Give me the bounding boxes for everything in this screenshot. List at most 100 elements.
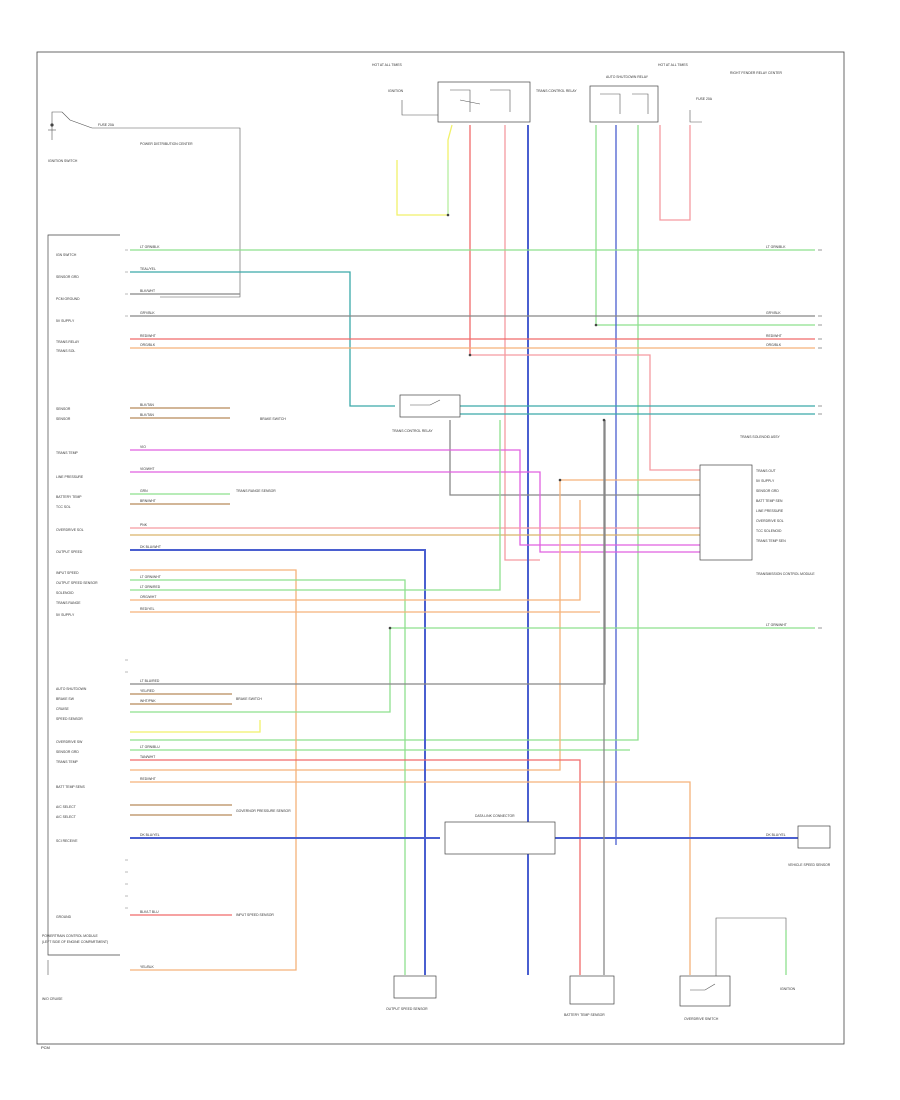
svg-text:W/O CRUISE: W/O CRUISE bbox=[42, 997, 63, 1001]
svg-text:SOLENOID: SOLENOID bbox=[56, 591, 74, 595]
svg-text:OUTPUT SPEED SENSOR: OUTPUT SPEED SENSOR bbox=[56, 581, 98, 585]
svg-text:TEAL/YEL: TEAL/YEL bbox=[140, 267, 156, 271]
svg-text:VEHICLE SPEED SENSOR: VEHICLE SPEED SENSOR bbox=[788, 863, 831, 867]
wires bbox=[130, 124, 815, 975]
svg-text:HOT AT ALL TIMES: HOT AT ALL TIMES bbox=[658, 63, 689, 67]
svg-text:YEL/BLK: YEL/BLK bbox=[140, 965, 154, 969]
splice-dots bbox=[388, 213, 606, 630]
svg-text:FUSE 20A: FUSE 20A bbox=[98, 123, 115, 127]
wire-green-asd2 bbox=[130, 125, 639, 741]
svg-text:INPUT SPEED: INPUT SPEED bbox=[56, 571, 79, 575]
svg-text:IGNITION: IGNITION bbox=[780, 987, 796, 991]
svg-text:TRANS TEMP SEN: TRANS TEMP SEN bbox=[756, 539, 786, 543]
svg-text:GRY/BLK: GRY/BLK bbox=[766, 311, 781, 315]
svg-text:TRANS RANGE: TRANS RANGE bbox=[56, 601, 81, 605]
svg-text:FUSE 20A: FUSE 20A bbox=[696, 97, 713, 101]
right-edge-terminals bbox=[818, 249, 822, 629]
svg-text:SENSOR: SENSOR bbox=[56, 417, 71, 421]
ignition-switch: FUSE 20A IGNITION SWITCH POWER DISTRIBUT… bbox=[48, 111, 241, 298]
svg-text:OVERDRIVE SOL: OVERDRIVE SOL bbox=[56, 528, 84, 532]
svg-text:BATTERY TEMP SENSOR: BATTERY TEMP SENSOR bbox=[564, 1013, 605, 1017]
svg-text:POWER DISTRIBUTION CENTER: POWER DISTRIBUTION CENTER bbox=[140, 142, 193, 146]
footer-label: PCM bbox=[41, 1045, 50, 1050]
diagram-frame bbox=[36, 51, 845, 1045]
svg-text:BLK/TAN: BLK/TAN bbox=[140, 413, 154, 417]
svg-text:PCM GROUND: PCM GROUND bbox=[56, 297, 80, 301]
svg-text:TRANS SOL: TRANS SOL bbox=[56, 349, 75, 353]
svg-text:SENSOR GRD: SENSOR GRD bbox=[756, 489, 779, 493]
svg-text:OVERDRIVE SOL: OVERDRIVE SOL bbox=[756, 519, 784, 523]
wire-orange-grd bbox=[130, 781, 691, 975]
pcm-pin-ticks bbox=[125, 249, 128, 909]
svg-text:TCC SOLENOID: TCC SOLENOID bbox=[756, 529, 782, 533]
svg-text:BRAKE SWITCH: BRAKE SWITCH bbox=[260, 417, 286, 421]
right-connector-block: TRANS OUT 5V SUPPLY SENSOR GRD BATT TEMP… bbox=[699, 435, 815, 576]
svg-text:A/C SELECT: A/C SELECT bbox=[56, 805, 76, 809]
svg-text:BRAKE SW: BRAKE SW bbox=[56, 697, 75, 701]
svg-text:TRANS CONTROL RELAY: TRANS CONTROL RELAY bbox=[392, 429, 433, 433]
svg-text:TCC SOL: TCC SOL bbox=[56, 505, 71, 509]
pcm-pin-labels: IGN SWITCH SENSOR GRD PCM GROUND 5V SUPP… bbox=[56, 253, 98, 919]
svg-text:OUTPUT SPEED SENSOR: OUTPUT SPEED SENSOR bbox=[386, 1007, 428, 1011]
wire-ltgreen-wht bbox=[130, 579, 406, 975]
svg-text:RED/WHT: RED/WHT bbox=[140, 777, 156, 781]
svg-text:BLK/WHT: BLK/WHT bbox=[140, 289, 155, 293]
svg-text:RED/WHT: RED/WHT bbox=[766, 334, 782, 338]
side-labels: TRANS RANGE SENSOR BRAKE SWITCH GOVERNOR… bbox=[236, 417, 291, 917]
svg-text:BLK/TAN: BLK/TAN bbox=[140, 403, 154, 407]
svg-text:AUTO SHUTDOWN: AUTO SHUTDOWN bbox=[56, 687, 87, 691]
svg-text:SCI RECEIVE: SCI RECEIVE bbox=[56, 839, 78, 843]
svg-text:LINE PRESSURE: LINE PRESSURE bbox=[56, 475, 84, 479]
svg-text:TAN/WHT: TAN/WHT bbox=[140, 755, 155, 759]
svg-text:5V SUPPLY: 5V SUPPLY bbox=[56, 319, 75, 323]
svg-text:BATT TEMP SENS: BATT TEMP SENS bbox=[56, 785, 86, 789]
svg-text:BRAKE SWITCH: BRAKE SWITCH bbox=[236, 697, 262, 701]
pcm-module: POWERTRAIN CONTROL MODULE (LEFT SIDE OF … bbox=[42, 234, 120, 1001]
svg-text:GROUND: GROUND bbox=[56, 915, 72, 919]
svg-text:LT GRN/WHT: LT GRN/WHT bbox=[140, 575, 161, 579]
wire-org-wht bbox=[130, 500, 581, 601]
svg-text:TRANS OUT: TRANS OUT bbox=[756, 469, 776, 473]
svg-text:GRN: GRN bbox=[140, 489, 148, 493]
svg-text:POWERTRAIN CONTROL MODULE: POWERTRAIN CONTROL MODULE bbox=[42, 934, 98, 938]
svg-text:LT GRN/BLK: LT GRN/BLK bbox=[140, 245, 160, 249]
svg-text:TRANS RELAY: TRANS RELAY bbox=[56, 340, 80, 344]
svg-text:ORG/BLK: ORG/BLK bbox=[766, 343, 782, 347]
wire-ltgreen-asd bbox=[130, 627, 815, 713]
svg-text:SENSOR GRD: SENSOR GRD bbox=[56, 750, 79, 754]
svg-text:TRANS TEMP: TRANS TEMP bbox=[56, 760, 79, 764]
wire-pink-asd bbox=[659, 125, 691, 221]
svg-text:ORG/BLK: ORG/BLK bbox=[140, 343, 156, 347]
wire-gray-asd bbox=[130, 420, 606, 685]
svg-text:PNK: PNK bbox=[140, 523, 148, 527]
svg-text:TRANS CONTROL RELAY: TRANS CONTROL RELAY bbox=[536, 89, 577, 93]
data-link-connector: DATA LINK CONNECTOR VEHICLE SPEED SENSOR bbox=[444, 814, 831, 867]
svg-text:YEL/RED: YEL/RED bbox=[140, 689, 155, 693]
svg-text:(LEFT SIDE OF ENGINE COMPARTME: (LEFT SIDE OF ENGINE COMPARTMENT) bbox=[42, 940, 108, 944]
svg-text:ORG/WHT: ORG/WHT bbox=[140, 595, 156, 599]
svg-text:IGNITION SWITCH: IGNITION SWITCH bbox=[48, 159, 78, 163]
svg-text:LINE PRESSURE: LINE PRESSURE bbox=[756, 509, 784, 513]
wire-orange-long bbox=[130, 569, 297, 971]
svg-text:BLK/LT BLU: BLK/LT BLU bbox=[140, 910, 159, 914]
svg-text:LT GRN/BLU: LT GRN/BLU bbox=[140, 745, 160, 749]
svg-text:VIO: VIO bbox=[140, 445, 146, 449]
svg-text:DATA LINK CONNECTOR: DATA LINK CONNECTOR bbox=[475, 814, 515, 818]
trans-control-relay: HOT AT ALL TIMES TRANS CONTROL RELAY IGN… bbox=[372, 63, 577, 123]
svg-text:HOT AT ALL TIMES: HOT AT ALL TIMES bbox=[372, 63, 403, 67]
svg-text:GOVERNOR PRESSURE SENSOR: GOVERNOR PRESSURE SENSOR bbox=[236, 809, 291, 813]
svg-text:RED/WHT: RED/WHT bbox=[140, 334, 156, 338]
wire-orange-right bbox=[130, 479, 700, 771]
svg-text:OVERDRIVE SW: OVERDRIVE SW bbox=[56, 740, 83, 744]
svg-text:RIGHT FENDER RELAY CENTER: RIGHT FENDER RELAY CENTER bbox=[730, 71, 783, 75]
svg-text:SENSOR: SENSOR bbox=[56, 407, 71, 411]
svg-text:SPEED SENSOR: SPEED SENSOR bbox=[56, 717, 83, 721]
svg-text:DK BLU/WHT: DK BLU/WHT bbox=[140, 545, 161, 549]
wire-dkblue-wht bbox=[130, 549, 426, 975]
svg-text:SENSOR GRD: SENSOR GRD bbox=[56, 275, 79, 279]
svg-text:TRANS RANGE SENSOR: TRANS RANGE SENSOR bbox=[236, 489, 276, 493]
svg-text:AUTO SHUTDOWN RELAY: AUTO SHUTDOWN RELAY bbox=[606, 75, 649, 79]
svg-text:5V SUPPLY: 5V SUPPLY bbox=[56, 613, 75, 617]
